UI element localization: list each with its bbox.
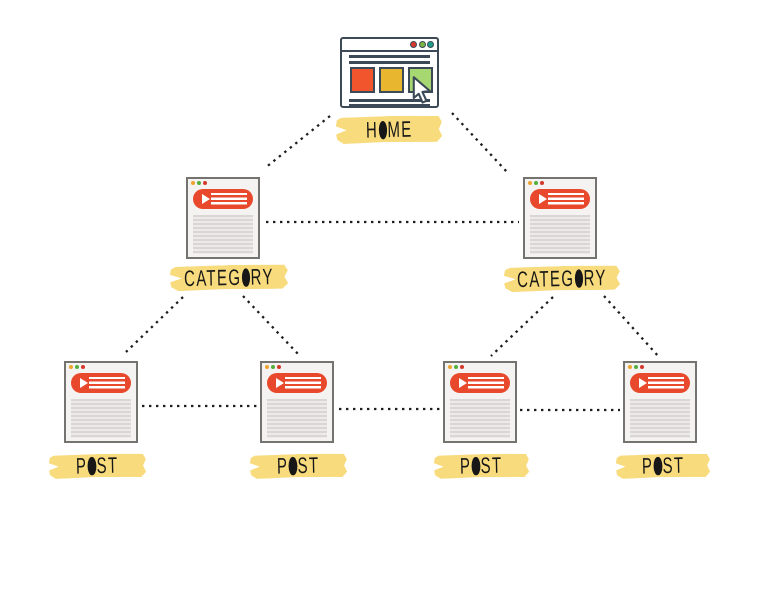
banner-text-lines-icon — [285, 376, 321, 390]
post-page-2 — [260, 361, 334, 443]
content-tile-orange — [350, 67, 375, 93]
page-dot-red-icon — [277, 365, 281, 369]
post-page-1 — [64, 361, 138, 443]
banner-text-lines-icon — [648, 376, 684, 390]
filled-o-glyph — [242, 268, 251, 287]
page-dot-green-icon — [197, 181, 201, 185]
text-block — [630, 399, 690, 438]
window-dot-green-icon — [418, 41, 426, 48]
page-window-dots — [69, 365, 85, 369]
play-icon — [202, 194, 210, 204]
play-icon — [539, 194, 547, 204]
page-window-dots — [191, 181, 207, 185]
video-banner — [71, 373, 131, 393]
home-browser-node — [340, 37, 439, 108]
page-window-dots — [628, 365, 644, 369]
video-banner — [267, 373, 327, 393]
page-dot-green-icon — [75, 365, 79, 369]
page-dot-red-icon — [460, 365, 464, 369]
edge-category_right-to-post_4 — [603, 295, 660, 358]
window-dot-teal-icon — [427, 41, 434, 48]
category-page-right — [523, 177, 597, 259]
edge-category_left-to-post_1 — [125, 296, 184, 353]
banner-text-lines-icon — [548, 192, 584, 206]
browser-text-line — [349, 55, 430, 58]
page-dot-amber-icon — [191, 181, 195, 185]
filled-o-glyph — [289, 457, 298, 476]
page-dot-amber-icon — [528, 181, 532, 185]
page-dot-green-icon — [534, 181, 538, 185]
play-icon — [639, 378, 647, 388]
edge-home-to-category_left — [264, 115, 331, 169]
content-tile-yellow — [379, 67, 404, 93]
banner-text-lines-icon — [89, 376, 125, 390]
edge-category_right-to-post_3 — [490, 296, 554, 357]
text-block — [530, 215, 590, 254]
filled-o-glyph — [88, 457, 97, 476]
page-dot-amber-icon — [628, 365, 632, 369]
filled-o-glyph — [472, 457, 481, 476]
filled-o-glyph — [653, 457, 662, 476]
page-dot-green-icon — [454, 365, 458, 369]
text-block — [267, 399, 327, 438]
browser-text-line — [349, 99, 430, 102]
page-window-dots — [528, 181, 544, 185]
page-dot-red-icon — [203, 181, 207, 185]
browser-window-buttons — [410, 41, 434, 48]
window-dot-red-icon — [410, 41, 417, 48]
page-dot-red-icon — [81, 365, 85, 369]
edge-home-to-category_right — [451, 112, 508, 173]
browser-text-line — [349, 104, 430, 107]
text-block — [450, 399, 510, 438]
video-banner — [530, 189, 590, 209]
category-page-left — [186, 177, 260, 259]
post-page-4 — [623, 361, 697, 443]
page-dot-red-icon — [640, 365, 644, 369]
play-icon — [276, 378, 284, 388]
play-icon — [459, 378, 467, 388]
mouse-cursor-icon — [412, 76, 431, 104]
page-window-dots — [448, 365, 464, 369]
page-window-dots — [265, 365, 281, 369]
page-dot-red-icon — [540, 181, 544, 185]
video-banner — [193, 189, 253, 209]
text-block — [193, 215, 253, 254]
video-banner — [630, 373, 690, 393]
filled-o-glyph — [575, 269, 584, 288]
post-page-3 — [443, 361, 517, 443]
edge-category_left-to-post_2 — [242, 295, 300, 356]
page-dot-amber-icon — [265, 365, 269, 369]
page-dot-green-icon — [271, 365, 275, 369]
filled-o-glyph — [378, 121, 387, 140]
page-dot-amber-icon — [448, 365, 452, 369]
banner-text-lines-icon — [211, 192, 247, 206]
video-banner — [450, 373, 510, 393]
banner-text-lines-icon — [468, 376, 504, 390]
browser-text-line — [349, 61, 430, 64]
browser-titlebar — [342, 39, 437, 52]
play-icon — [80, 378, 88, 388]
text-block — [71, 399, 131, 438]
page-dot-green-icon — [634, 365, 638, 369]
page-dot-amber-icon — [69, 365, 73, 369]
